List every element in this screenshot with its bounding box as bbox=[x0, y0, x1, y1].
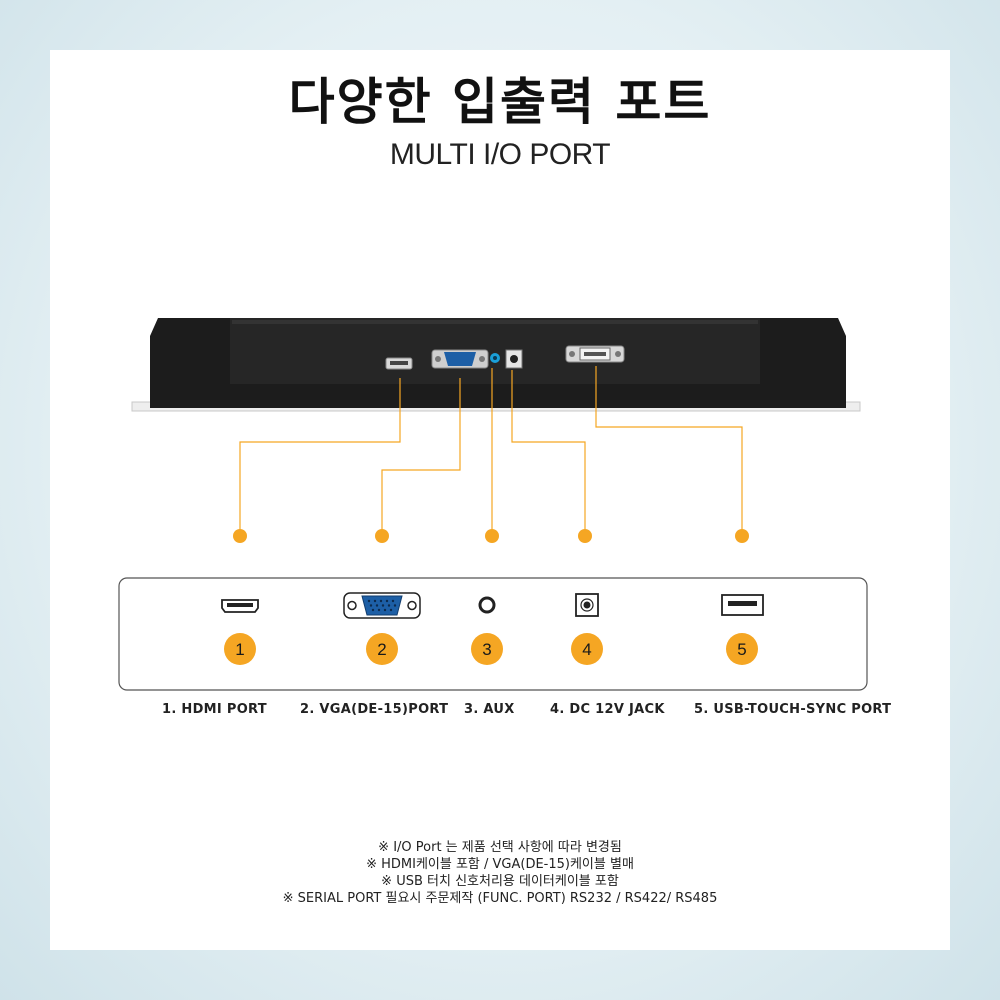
leader-dots bbox=[233, 529, 749, 543]
monitor-usb-connector bbox=[565, 345, 625, 363]
leader-dot-2 bbox=[375, 529, 389, 543]
page-subtitle: MULTI I/O PORT bbox=[389, 138, 611, 171]
leader-dot-3 bbox=[485, 529, 499, 543]
port-number-badge-5: 5 bbox=[726, 633, 758, 665]
monitor-bottom-view bbox=[131, 318, 861, 412]
hdmi-port-icon bbox=[221, 599, 259, 613]
leader-line-5 bbox=[595, 366, 743, 530]
port-label-usb: 5. USB-TOUCH-SYNC PORT bbox=[694, 702, 892, 717]
monitor-hdmi-connector bbox=[385, 357, 413, 370]
svg-text:3: 3 bbox=[482, 640, 491, 659]
leader-line-1 bbox=[239, 378, 401, 530]
usb-port-icon bbox=[721, 594, 764, 616]
vga-port-icon bbox=[343, 592, 421, 619]
leader-line-4 bbox=[511, 370, 586, 530]
port-number-badge-3: 3 bbox=[471, 633, 503, 665]
port-label-hdmi: 1. HDMI PORT bbox=[162, 702, 267, 717]
port-label-dc: 4. DC 12V JACK bbox=[550, 702, 665, 717]
port-label-aux: 3. AUX bbox=[464, 702, 515, 717]
monitor-aux-connector bbox=[490, 353, 500, 363]
note-line: ※ USB 터치 신호처리용 데이터케이블 포함 bbox=[381, 874, 619, 889]
monitor-dc-connector bbox=[505, 349, 523, 369]
port-legend-box bbox=[118, 577, 868, 691]
port-number-badge-2: 2 bbox=[366, 633, 398, 665]
port-number-badge-4: 4 bbox=[571, 633, 603, 665]
leader-lines bbox=[239, 366, 743, 530]
page-title: 다양한 입출력 포트 bbox=[288, 73, 712, 131]
aux-port-icon bbox=[478, 596, 496, 614]
leader-dot-1 bbox=[233, 529, 247, 543]
note-line: ※ SERIAL PORT 필요시 주문제작 (FUNC. PORT) RS23… bbox=[282, 891, 718, 906]
dc-jack-icon bbox=[575, 593, 599, 617]
monitor-vga-connector bbox=[431, 349, 489, 369]
port-label-vga: 2. VGA(DE-15)PORT bbox=[300, 702, 449, 717]
leader-dot-4 bbox=[578, 529, 592, 543]
svg-text:2: 2 bbox=[377, 640, 386, 659]
leader-dot-5 bbox=[735, 529, 749, 543]
port-labels: 1. HDMI PORT 2. VGA(DE-15)PORT 3. AUX 4.… bbox=[0, 702, 1000, 724]
notes-block: ※ I/O Port 는 제품 선택 사항에 따라 변경됨 ※ HDMI케이블 … bbox=[0, 839, 1000, 907]
svg-text:1: 1 bbox=[235, 640, 244, 659]
leader-line-2 bbox=[381, 378, 461, 530]
content-card bbox=[50, 50, 950, 950]
svg-text:5: 5 bbox=[737, 640, 746, 659]
svg-text:4: 4 bbox=[582, 640, 591, 659]
port-number-badges: 1 2 3 4 5 bbox=[224, 633, 758, 665]
port-number-badge-1: 1 bbox=[224, 633, 256, 665]
note-line: ※ I/O Port 는 제품 선택 사항에 따라 변경됨 bbox=[378, 840, 622, 855]
note-line: ※ HDMI케이블 포함 / VGA(DE-15)케이블 별매 bbox=[366, 857, 634, 872]
